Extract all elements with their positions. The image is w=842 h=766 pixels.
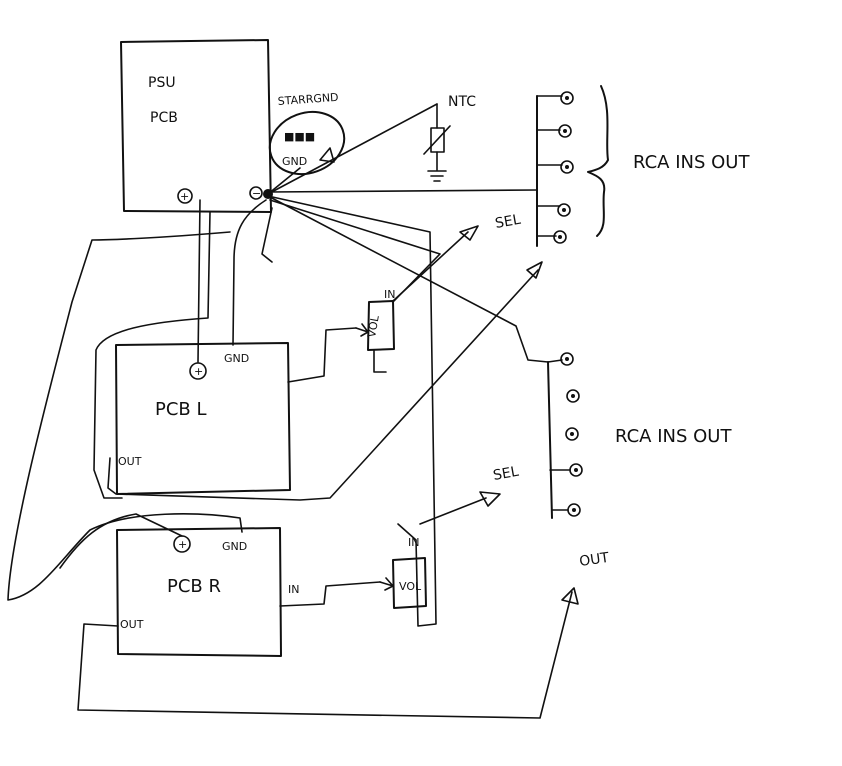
psu-minus-terminal: − [252,187,261,200]
volume-bottom-label: VOL [399,580,422,593]
rca-jacks-top: RCA INS OUT [536,85,750,247]
select-top-label: SEL [494,212,522,232]
pcb-left-out-label: OUT [118,455,142,468]
pcb-right-in-label: IN [288,583,299,596]
volume-top-label: VOL [365,314,382,339]
star-ground-label: STARRGND [277,91,339,108]
volume-pot-bottom: VOL IN [379,536,427,609]
psu-pcb-block: PSU PCB + − [120,39,272,213]
pcb-right-label: PCB R [167,576,221,597]
psu-label-line2: PCB [150,110,178,126]
ntc-label: NTC [448,94,476,110]
pcb-right-gnd-label: GND [222,540,247,553]
ntc-thermistor: NTC [423,94,476,182]
star-ground-scribble: ■■■ [284,130,315,143]
pcb-left-block: PCB L + GND OUT [115,342,291,495]
volume-top-in-label: IN [384,288,395,301]
wiring [7,103,579,719]
rca-jacks-bottom: RCA INS OUT [547,352,732,519]
star-ground-gnd-label: GND [282,155,307,168]
psu-label-line1: PSU [148,75,176,91]
rca-bottom-label: RCA INS OUT [615,426,732,447]
psu-plus-terminal: + [180,190,189,203]
pcb-left-label: PCB L [155,399,207,420]
pcb-left-plus: + [194,365,203,378]
volume-bottom-in-label: IN [408,536,419,549]
select-bottom-label: SEL [492,464,520,484]
main-out-label: OUT [578,550,610,570]
pcb-left-gnd-label: GND [224,352,249,365]
pcb-right-block: PCB R + GND OUT IN [116,527,299,657]
star-ground-node: STARRGND ■■■ GND [263,91,346,199]
pcb-right-plus: + [178,538,187,551]
volume-pot-top: VOL IN [355,288,395,373]
pcb-right-out-label: OUT [120,618,144,631]
rca-top-label: RCA INS OUT [633,152,750,173]
